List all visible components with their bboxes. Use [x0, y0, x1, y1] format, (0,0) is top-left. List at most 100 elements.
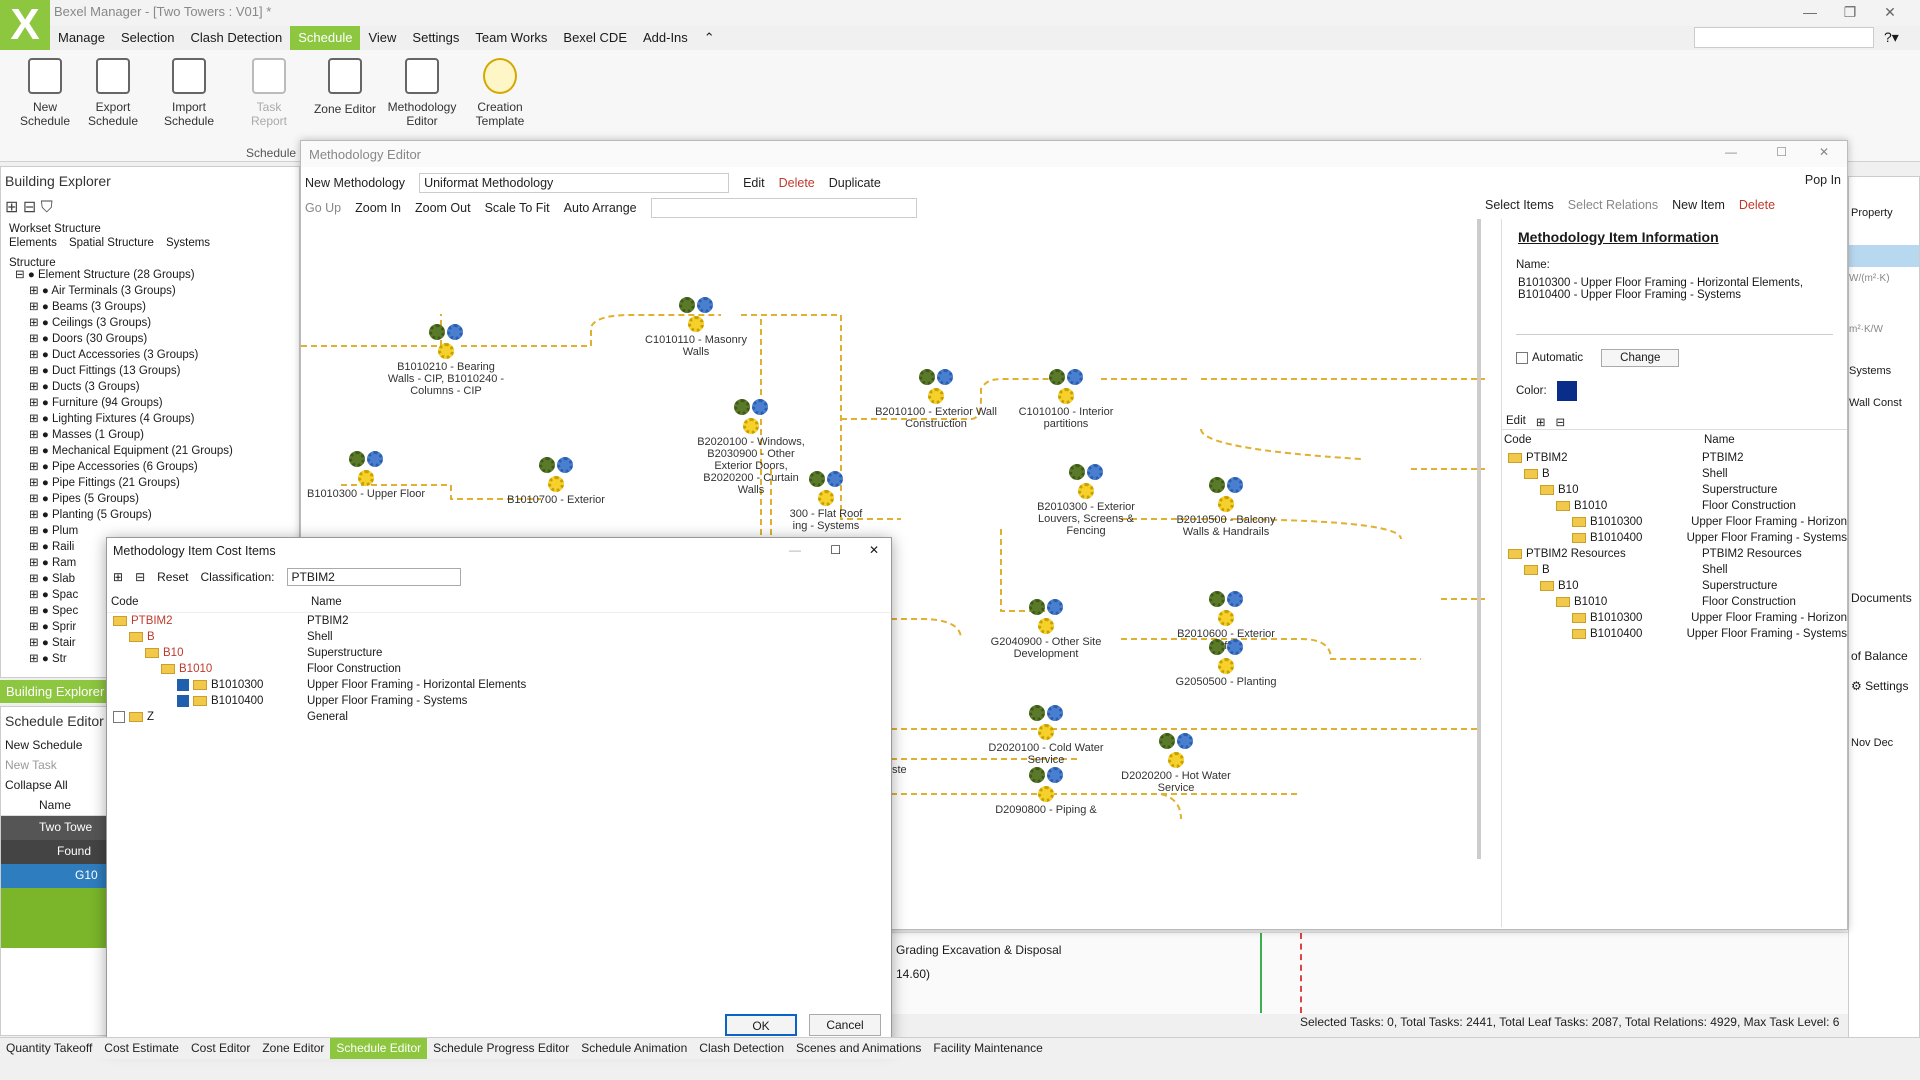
search-input[interactable]: [1694, 27, 1874, 48]
tree-item[interactable]: ⊞ ● Planting (5 Groups): [29, 509, 152, 521]
tab-schedule-progress-editor[interactable]: Schedule Progress Editor: [433, 1041, 570, 1055]
methodology-node[interactable]: B1010700 - Exterior: [491, 457, 621, 506]
creation-template-button[interactable]: Creation Template: [462, 58, 538, 128]
tab-scenes-and-animations[interactable]: Scenes and Animations: [796, 1041, 922, 1055]
methodology-node[interactable]: G2040900 - Other Site Development: [981, 599, 1111, 660]
menu-bexel-cde[interactable]: Bexel CDE: [563, 30, 627, 45]
methodology-node[interactable]: 300 - Flat Roof ing - Systems: [761, 471, 891, 532]
export-schedule-button[interactable]: Export Schedule: [78, 58, 148, 128]
delete-button[interactable]: Delete: [778, 176, 815, 190]
tree-item[interactable]: ⊞ ● Masses (1 Group): [29, 429, 145, 441]
methodology-node[interactable]: C1010110 - Masonry Walls: [631, 297, 761, 358]
menu-team-works[interactable]: Team Works: [475, 30, 548, 45]
tree-item[interactable]: ⊞ ● Duct Accessories (3 Groups): [29, 349, 199, 361]
maximize-icon[interactable]: ☐: [830, 543, 841, 557]
tree-item[interactable]: ⊞ ● Sprir: [29, 621, 77, 633]
expand-icon[interactable]: ⊞: [1535, 417, 1546, 429]
tab-cost-estimate[interactable]: Cost Estimate: [104, 1041, 179, 1055]
name-value[interactable]: B1010300 - Upper Floor Framing - Horizon…: [1516, 275, 1833, 335]
pop-in-button[interactable]: Pop In: [1804, 173, 1841, 187]
methodology-node[interactable]: D2090800 - Piping &: [981, 767, 1111, 816]
collapse-all-button[interactable]: Collapse All: [5, 778, 68, 792]
tree-item[interactable]: ⊞ ● Pipes (5 Groups): [29, 493, 139, 505]
go-up-button[interactable]: Go Up: [305, 201, 342, 215]
tab-schedule-animation[interactable]: Schedule Animation: [581, 1041, 688, 1055]
tree-item[interactable]: ⊞ ● Stair: [29, 637, 76, 649]
tab-cost-editor[interactable]: Cost Editor: [190, 1041, 251, 1055]
tree-item[interactable]: ⊞ ● Raili: [29, 541, 75, 553]
collapse-icon[interactable]: ⊟: [1555, 417, 1566, 429]
methodology-node[interactable]: B1010300 - Upper Floor: [301, 451, 431, 500]
methodology-node[interactable]: D2020200 - Hot Water Service: [1111, 733, 1241, 794]
tree-item[interactable]: ⊞ ● Spac: [29, 589, 79, 601]
zoom-in-button[interactable]: Zoom In: [355, 201, 401, 215]
tree-item[interactable]: ⊞ ● Duct Fittings (13 Groups): [29, 365, 181, 377]
close-icon[interactable]: ✕: [1884, 4, 1896, 20]
tree-item[interactable]: ⊞ ● Pipe Accessories (6 Groups): [29, 461, 198, 473]
color-swatch[interactable]: [1556, 381, 1577, 401]
reset-button[interactable]: Reset: [157, 570, 189, 584]
gantt-chart[interactable]: Grading Excavation & Disposal 14.60): [892, 932, 1848, 1014]
menu-schedule[interactable]: Schedule: [290, 26, 361, 50]
maximize-icon[interactable]: ❐: [1843, 4, 1857, 20]
tab-quantity-takeoff[interactable]: Quantity Takeoff: [6, 1041, 93, 1055]
methodology-node[interactable]: B2010100 - Exterior Wall Construction: [871, 369, 1001, 430]
documents-tab[interactable]: Documents: [1851, 591, 1912, 605]
new-schedule-button[interactable]: New Schedule: [10, 58, 80, 128]
select-relations-button[interactable]: Select Relations: [1567, 198, 1659, 212]
ok-button[interactable]: OK: [725, 1014, 797, 1036]
edit-button[interactable]: Edit: [743, 176, 765, 190]
tree-item[interactable]: ⊞ ● Slab: [29, 573, 76, 585]
menu-clash-detection[interactable]: Clash Detection: [190, 30, 283, 45]
methodology-editor-button[interactable]: Methodology Editor: [382, 58, 462, 128]
collapse-icon[interactable]: ⊟: [22, 199, 37, 216]
methodology-node[interactable]: G2050500 - Planting: [1161, 639, 1291, 688]
help-icon[interactable]: ?▾: [1884, 29, 1899, 45]
maximize-icon[interactable]: ☐: [1776, 145, 1787, 159]
minimize-icon[interactable]: —: [1803, 4, 1817, 20]
menu-view[interactable]: View: [368, 30, 397, 45]
tree-root[interactable]: ⊟ ● Element Structure (28 Groups): [15, 269, 195, 281]
tree-item[interactable]: ⊞ ● Lighting Fixtures (4 Groups): [29, 413, 195, 425]
zoom-out-button[interactable]: Zoom Out: [415, 201, 471, 215]
methodology-node[interactable]: B2020100 - Windows, B2030900 - Other Ext…: [686, 399, 816, 496]
filter-icon[interactable]: ⛉: [40, 199, 53, 216]
import-schedule-button[interactable]: Import Schedule: [154, 58, 224, 128]
delete-item-button[interactable]: Delete: [1738, 198, 1776, 212]
edit-cost-button[interactable]: Edit: [1506, 415, 1526, 427]
tree-item[interactable]: ⊞ ● Air Terminals (3 Groups): [29, 285, 176, 297]
tree-item[interactable]: ⊞ ● Spec: [29, 605, 79, 617]
tree-item[interactable]: ⊞ ● Ceilings (3 Groups): [29, 317, 152, 329]
select-items-button[interactable]: Select Items: [1485, 198, 1554, 212]
methodology-select[interactable]: Uniformat Methodology: [419, 173, 730, 193]
tab-zone-editor[interactable]: Zone Editor: [262, 1041, 325, 1055]
settings-button[interactable]: ⚙ Settings: [1851, 679, 1909, 693]
menu-settings[interactable]: Settings: [412, 30, 460, 45]
expand-icon[interactable]: ⊞: [5, 199, 19, 216]
tab-schedule-editor[interactable]: Schedule Editor: [330, 1038, 428, 1059]
task-report-button[interactable]: Task Report: [234, 58, 304, 128]
zone-editor-button[interactable]: Zone Editor: [310, 58, 380, 116]
auto-arrange-button[interactable]: Auto Arrange: [563, 201, 637, 215]
new-item-button[interactable]: New Item: [1672, 198, 1725, 212]
tab-spatial-structure[interactable]: Spatial Structure: [68, 237, 154, 249]
tree-item[interactable]: ⊞ ● Pipe Fittings (21 Groups): [29, 477, 180, 489]
automatic-checkbox[interactable]: [1516, 351, 1528, 364]
canvas-search-input[interactable]: [650, 198, 917, 218]
tree-item[interactable]: ⊞ ● Beams (3 Groups): [29, 301, 146, 313]
